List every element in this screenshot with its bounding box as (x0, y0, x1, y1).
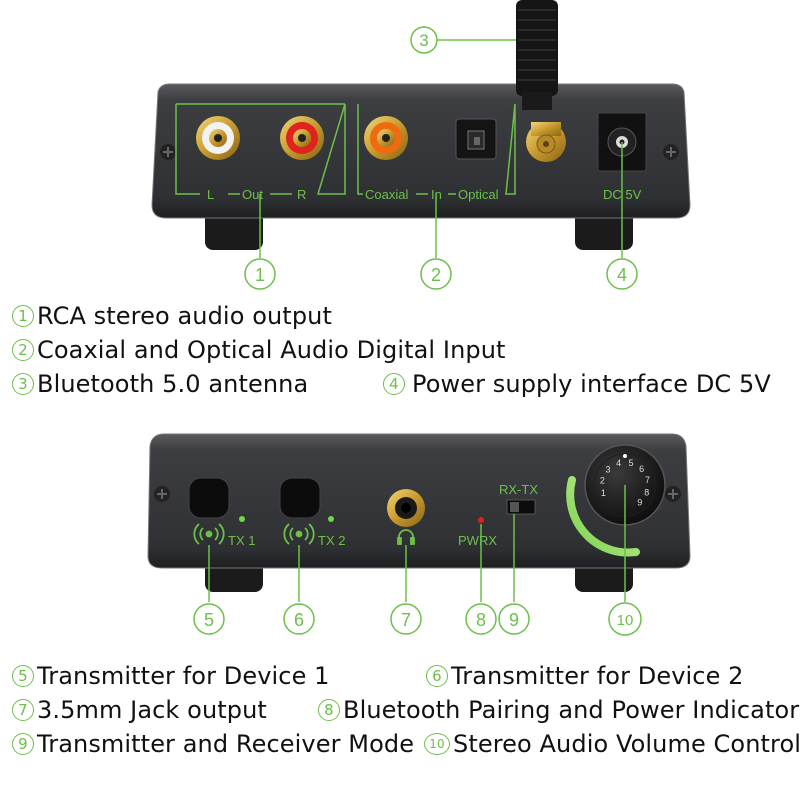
legend-text: Transmitter for Device 1 (37, 662, 330, 690)
coaxial-jack[interactable] (364, 116, 408, 160)
pwrx-label: PWRX (458, 533, 497, 548)
callout-marker-10: 10 (608, 602, 642, 636)
legend-number: 10 (424, 733, 450, 755)
callout-marker-6: 6 (283, 603, 315, 635)
legend-number: 4 (383, 373, 405, 395)
screw-icon (665, 486, 681, 502)
legend-number: 5 (12, 665, 34, 687)
tx1-label: TX 1 (228, 533, 255, 548)
legend-text: RCA stereo audio output (37, 302, 332, 330)
optical-port[interactable] (455, 118, 497, 160)
callout-marker-7: 7 (390, 603, 422, 635)
svg-text:8: 8 (476, 610, 486, 630)
top-device: L Out R Coaxial In Optical (151, 0, 691, 250)
wireless-icon (283, 523, 315, 545)
screw-icon (160, 144, 176, 160)
svg-text:3: 3 (419, 31, 428, 50)
bottom-callout-numbers: 5 6 7 8 9 10 (193, 602, 642, 636)
knob-digit: 6 (639, 464, 644, 474)
tx2-led (328, 516, 334, 522)
callout-marker-2: 2 (420, 258, 452, 290)
legend-text: 3.5mm Jack output (37, 696, 267, 724)
callout-marker-1: 1 (244, 258, 276, 290)
tx1-led (239, 516, 245, 522)
knob-digit: 8 (644, 487, 649, 497)
screw-icon (663, 144, 679, 160)
wireless-icon (193, 523, 225, 545)
coaxial-label: Coaxial (365, 187, 408, 202)
rxtx-switch[interactable] (506, 499, 536, 515)
legend-item-1: 1 RCA stereo audio output (12, 302, 332, 330)
legend-text: Transmitter for Device 2 (451, 662, 744, 690)
legend-item-7: 7 3.5mm Jack output (12, 696, 267, 724)
knob-digit: 4 (616, 458, 621, 468)
legend-text: Power supply interface DC 5V (412, 370, 771, 398)
callout-marker-3: 3 (410, 26, 438, 54)
rca-right-jack[interactable] (280, 116, 324, 160)
knob-digit: 5 (628, 458, 633, 468)
svg-text:7: 7 (401, 610, 411, 630)
optical-label: Optical (458, 187, 499, 202)
left-label: L (207, 187, 214, 202)
legend-text: Bluetooth 5.0 antenna (37, 370, 309, 398)
legend-number: 3 (12, 373, 34, 395)
bottom-callout-lines (208, 485, 626, 602)
callout-marker-9: 9 (498, 603, 530, 635)
legend-number: 2 (12, 339, 34, 361)
legend-text: Transmitter and Receiver Mode (37, 730, 415, 758)
legend-number: 7 (12, 699, 34, 721)
callout-marker-5: 5 (193, 603, 225, 635)
callout-marker-8: 8 (465, 603, 497, 635)
screw-icon (154, 486, 170, 502)
legend-item-10: 10 Stereo Audio Volume Control (424, 730, 800, 758)
legend-item-5: 5 Transmitter for Device 1 (12, 662, 330, 690)
rxtx-label: RX-TX (499, 482, 538, 497)
svg-text:5: 5 (204, 610, 214, 630)
legend-item-8: 8 Bluetooth Pairing and Power Indicator (318, 696, 799, 724)
bottom-device: TX 1 TX 2 PWRX RX-TX (147, 433, 691, 592)
svg-text:4: 4 (617, 265, 627, 285)
right-label: R (297, 187, 306, 202)
legend-item-2: 2 Coaxial and Optical Audio Digital Inpu… (12, 336, 506, 364)
knob-digit: 3 (605, 465, 610, 475)
knob-digit: 2 (600, 476, 605, 486)
svg-text:10: 10 (617, 612, 634, 629)
rca-left-jack[interactable] (196, 116, 240, 160)
antenna (516, 0, 566, 162)
legend-item-4: 4 Power supply interface DC 5V (383, 370, 771, 398)
out-label: Out (242, 187, 263, 202)
legend-number: 6 (426, 665, 448, 687)
legend-item-6: 6 Transmitter for Device 2 (426, 662, 744, 690)
knob-digit: 9 (637, 498, 642, 508)
headphone-jack[interactable] (387, 489, 425, 527)
volume-arc (566, 476, 640, 557)
tx1-button[interactable] (188, 477, 230, 519)
tx2-button[interactable] (279, 477, 321, 519)
svg-text:9: 9 (509, 610, 519, 630)
top-callout-numbers: 1 2 3 4 (244, 26, 638, 290)
callout-marker-4: 4 (606, 258, 638, 290)
legend-item-3: 3 Bluetooth 5.0 antenna (12, 370, 308, 398)
tx2-label: TX 2 (318, 533, 345, 548)
legend-text: Coaxial and Optical Audio Digital Input (37, 336, 506, 364)
top-callout-lines (259, 39, 623, 258)
legend-number: 9 (12, 733, 34, 755)
svg-text:6: 6 (294, 610, 304, 630)
legend-text: Bluetooth Pairing and Power Indicator (343, 696, 800, 724)
legend-number: 1 (12, 305, 34, 327)
legend-text: Stereo Audio Volume Control (453, 730, 800, 758)
knob-digit: 7 (645, 475, 650, 485)
power-indicator-led (478, 517, 484, 523)
knob-digit: 1 (601, 488, 606, 498)
legend-item-9: 9 Transmitter and Receiver Mode (12, 730, 414, 758)
legend-number: 8 (318, 699, 340, 721)
headphone-icon (397, 529, 415, 545)
svg-text:2: 2 (431, 265, 441, 285)
svg-text:1: 1 (255, 265, 265, 285)
